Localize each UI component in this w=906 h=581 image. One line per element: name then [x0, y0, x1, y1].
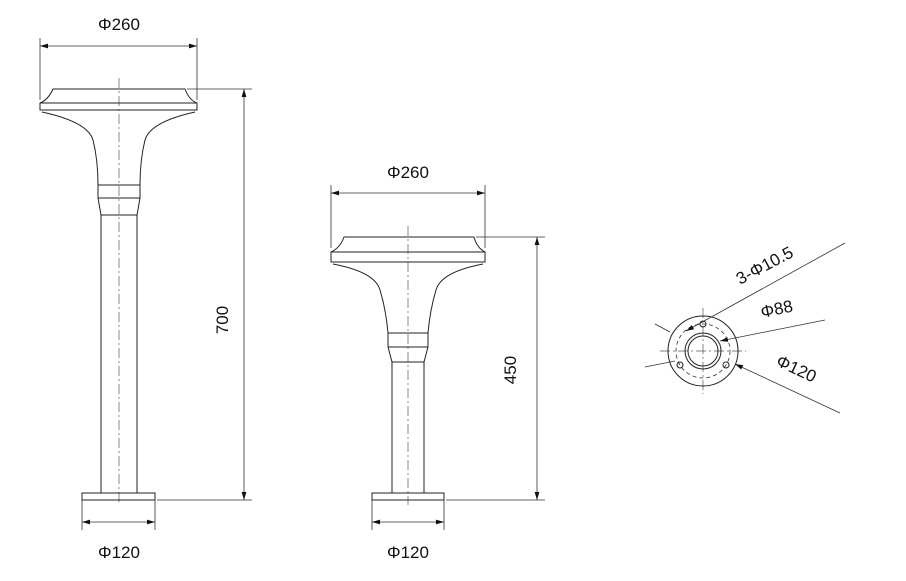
base-flange-detail: 3-Φ10.5 Φ88 Φ120 — [644, 242, 846, 414]
tall-top-diameter-label: Φ260 — [98, 15, 140, 34]
flange-diameter-label: Φ120 — [773, 351, 819, 386]
short-base-diameter-label: Φ120 — [387, 543, 429, 562]
tall-base-diameter-label: Φ120 — [98, 543, 140, 562]
short-lamp: Φ260 450 Φ120 — [330, 163, 545, 562]
hole-diameter-label: 3-Φ10.5 — [733, 243, 796, 289]
bolt-circle-label: Φ88 — [759, 297, 795, 322]
short-height-label: 450 — [501, 356, 520, 384]
tall-lamp: Φ260 700 Φ120 — [39, 15, 252, 562]
tall-height-label: 700 — [213, 306, 232, 334]
short-top-diameter-label: Φ260 — [387, 163, 429, 182]
